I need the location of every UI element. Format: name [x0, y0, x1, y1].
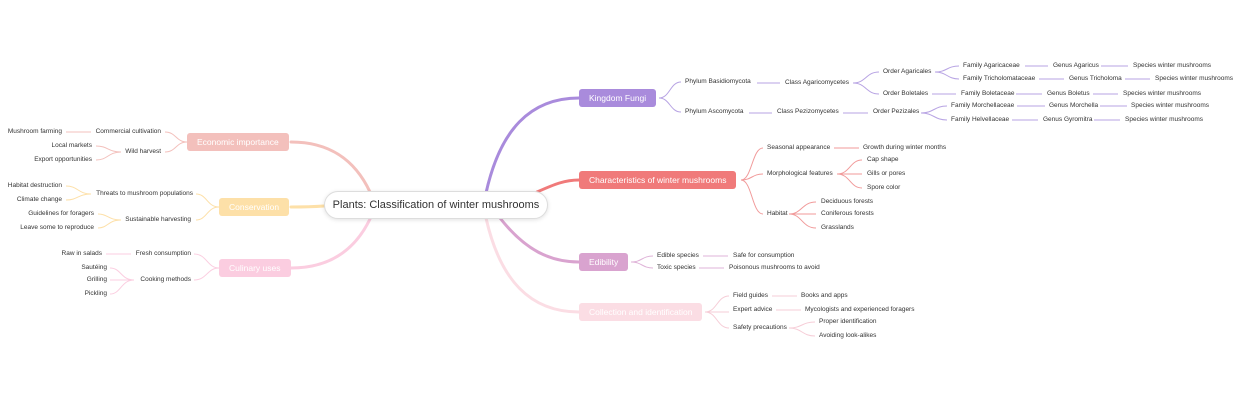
branch-characteristics[interactable]: Characteristics of winter mushrooms [579, 171, 737, 189]
node-books-apps[interactable]: Books and apps [801, 292, 848, 299]
node-mycologists[interactable]: Mycologists and experienced foragers [805, 306, 915, 313]
branch-conservation[interactable]: Conservation [219, 198, 290, 216]
node-genus-gyromitra[interactable]: Genus Gyromitra [1043, 116, 1093, 123]
node-class-agaricomycetes[interactable]: Class Agaricomycetes [785, 79, 849, 86]
node-cap-shape[interactable]: Cap shape [867, 156, 899, 163]
node-order-pezizales[interactable]: Order Pezizales [873, 108, 920, 115]
node-leave-some[interactable]: Leave some to reproduce [20, 224, 94, 231]
node-fresh-consumption[interactable]: Fresh consumption [135, 250, 191, 257]
node-commercial-cultivation[interactable]: Commercial cultivation [95, 128, 161, 135]
node-sauteing[interactable]: Sautéing [81, 264, 107, 271]
node-species-winter-mushrooms[interactable]: Species winter mushrooms [1133, 62, 1212, 69]
node-seasonal-appearance[interactable]: Seasonal appearance [767, 144, 831, 151]
node-gills-pores[interactable]: Gills or pores [867, 170, 906, 177]
link-root-characteristics [535, 178, 581, 194]
branch-edibility[interactable]: Edibility [579, 253, 629, 271]
node-phylum-basidiomycota[interactable]: Phylum Basidiomycota [685, 78, 751, 85]
node-local-markets[interactable]: Local markets [51, 142, 92, 149]
node-phylum-ascomycota[interactable]: Phylum Ascomycota [685, 108, 744, 115]
root-node[interactable]: Plants: Classification of winter mushroo… [324, 191, 548, 219]
node-grasslands[interactable]: Grasslands [821, 224, 854, 231]
node-cooking-methods[interactable]: Cooking methods [140, 276, 191, 283]
node-export-opportunities[interactable]: Export opportunities [34, 156, 92, 163]
node-genus-boletus[interactable]: Genus Boletus [1047, 90, 1090, 97]
node-mushroom-farming[interactable]: Mushroom farming [7, 128, 62, 135]
node-threats-populations[interactable]: Threats to mushroom populations [96, 190, 193, 197]
node-edible-species[interactable]: Edible species [657, 252, 699, 259]
node-genus-agaricus[interactable]: Genus Agaricus [1053, 62, 1099, 69]
node-habitat-destruction[interactable]: Habitat destruction [7, 182, 62, 189]
node-species-winter-mushrooms[interactable]: Species winter mushrooms [1131, 102, 1210, 109]
link-root-fungi [484, 96, 581, 195]
link-root-conservation [289, 204, 326, 209]
link-root-collection [484, 216, 581, 314]
node-raw-salads[interactable]: Raw in salads [61, 250, 102, 257]
node-pickling[interactable]: Pickling [84, 290, 107, 297]
node-genus-tricholoma[interactable]: Genus Tricholoma [1069, 75, 1122, 82]
node-habitat[interactable]: Habitat [767, 210, 788, 217]
link-root-culinary [289, 217, 372, 270]
node-deciduous-forests[interactable]: Deciduous forests [821, 198, 874, 205]
node-order-boletales[interactable]: Order Boletales [883, 90, 929, 97]
branch-kingdom-fungi[interactable]: Kingdom Fungi [579, 89, 657, 107]
node-climate-change[interactable]: Climate change [16, 196, 62, 203]
branch-collection-identification[interactable]: Collection and identification [579, 303, 703, 321]
node-species-winter-mushrooms[interactable]: Species winter mushrooms [1155, 75, 1234, 82]
node-avoiding-lookalikes[interactable]: Avoiding look-alikes [819, 332, 877, 339]
node-family-tricholomataceae[interactable]: Family Tricholomataceae [963, 75, 1036, 82]
node-poisonous-mushrooms[interactable]: Poisonous mushrooms to avoid [729, 264, 820, 271]
node-wild-harvest[interactable]: Wild harvest [125, 148, 161, 155]
node-field-guides[interactable]: Field guides [733, 292, 769, 299]
node-species-winter-mushrooms[interactable]: Species winter mushrooms [1125, 116, 1204, 123]
node-coniferous-forests[interactable]: Coniferous forests [821, 210, 874, 217]
node-guidelines-foragers[interactable]: Guidelines for foragers [28, 210, 94, 217]
link-root-economic [289, 140, 372, 194]
node-species-winter-mushrooms[interactable]: Species winter mushrooms [1123, 90, 1202, 97]
node-expert-advice[interactable]: Expert advice [733, 306, 773, 313]
node-order-agaricales[interactable]: Order Agaricales [883, 68, 932, 75]
node-proper-identification[interactable]: Proper identification [819, 318, 877, 325]
node-family-helvellaceae[interactable]: Family Helvellaceae [951, 116, 1010, 123]
branch-culinary-uses[interactable]: Culinary uses [219, 259, 291, 277]
node-safety-precautions[interactable]: Safety precautions [733, 324, 787, 331]
node-toxic-species[interactable]: Toxic species [657, 264, 696, 271]
node-growth-winter-months[interactable]: Growth during winter months [863, 144, 947, 151]
node-class-pezizomycetes[interactable]: Class Pezizomycetes [777, 108, 839, 115]
node-grilling[interactable]: Grilling [86, 276, 107, 283]
node-sustainable-harvesting[interactable]: Sustainable harvesting [125, 216, 191, 223]
node-family-morchellaceae[interactable]: Family Morchellaceae [951, 102, 1015, 109]
branch-economic-importance[interactable]: Economic importance [187, 133, 289, 151]
node-family-agaricaceae[interactable]: Family Agaricaceae [963, 62, 1020, 69]
link-root-edibility [498, 216, 581, 264]
node-spore-color[interactable]: Spore color [867, 184, 901, 191]
node-family-boletaceae[interactable]: Family Boletaceae [961, 90, 1015, 97]
node-morphological-features[interactable]: Morphological features [767, 170, 833, 177]
node-genus-morchella[interactable]: Genus Morchella [1049, 102, 1099, 109]
node-safe-consumption[interactable]: Safe for consumption [733, 252, 795, 259]
